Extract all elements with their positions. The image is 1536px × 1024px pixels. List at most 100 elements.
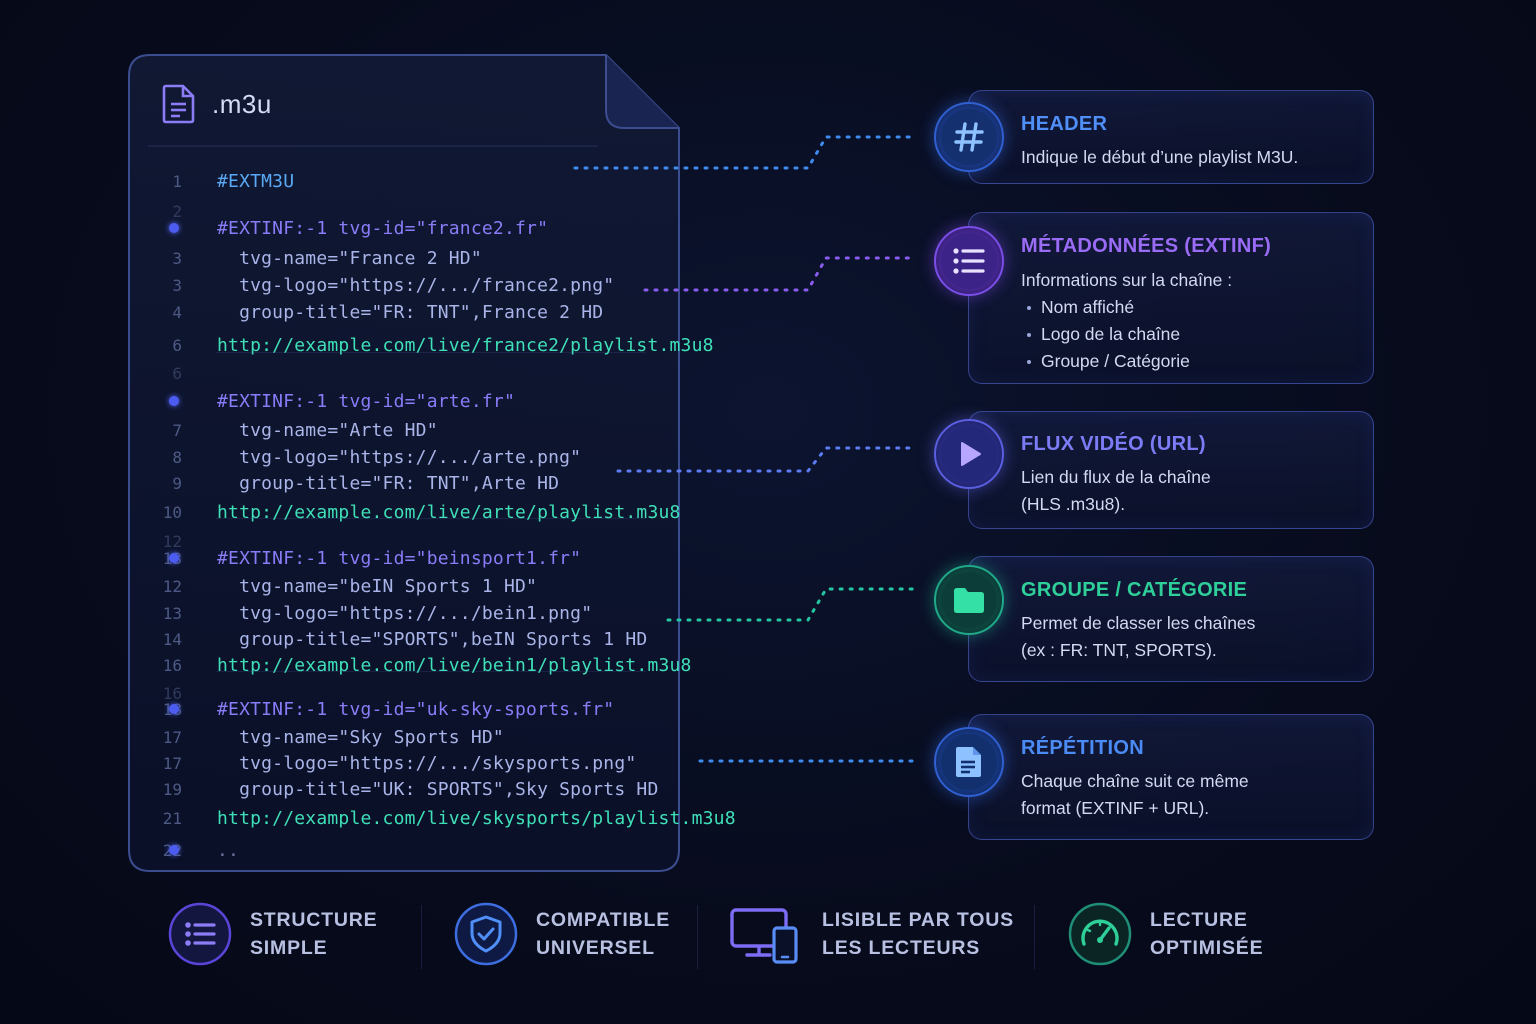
feature-line: LECTURE [1150,909,1248,931]
code-line: tvg-logo="https://.../bein1.png" [217,603,593,624]
m3u-file-panel: .m3u 1 #EXTM3U 2 #EXTINF:-1 tvg-id="france2… [128,54,736,872]
code-line-extinf: #EXTINF:-1 tvg-id="beinsport1.fr" [217,548,582,569]
feature-line: LES LECTEURS [822,937,981,959]
line-number: 16 [162,656,182,675]
line-number: 9 [172,474,182,493]
code-line: tvg-logo="https://.../skysports.png" [217,753,637,774]
list-icon [168,902,232,966]
code-line-url: http://example.com/live/arte/playlist.m3… [217,502,681,523]
feature-structure-icon [168,902,232,966]
feature-readable-icon [730,902,798,966]
line-number: 17 [162,728,182,747]
feature-line: LISIBLE PAR TOUS [822,909,1014,931]
feature-structure: STRUCTURE SIMPLE [168,902,377,966]
breakpoint-dot [169,396,179,406]
connector-metadata [643,256,917,292]
card-stream-desc: Lien du flux de la chaîne (HLS .m3u8). [1021,467,1211,514]
code-line-extinf: #EXTINF:-1 tvg-id="uk-sky-sports.fr" [217,699,615,720]
hash-icon [954,122,984,152]
feature-compatible: COMPATIBLE UNIVERSEL [454,902,670,966]
line-number: 6 [172,336,182,355]
line-number: 3 [172,276,182,295]
card-metadata-desc: Informations sur la chaîne : Nom affiché… [1021,267,1232,375]
feature-line: OPTIMISÉE [1150,937,1264,959]
connector-group [666,587,917,622]
line-number: 10 [162,503,182,522]
entry-separator [216,671,646,672]
card-group-desc: Permet de classer les chaînes (ex : FR: … [1021,613,1256,660]
repeat-badge [934,727,1004,797]
play-icon [961,442,981,466]
code-line: group-title="UK: SPORTS",Sky Sports HD [217,779,659,800]
code-line: tvg-name="beIN Sports 1 HD" [217,576,538,597]
code-line-extinf: #EXTINF:-1 tvg-id="france2.fr" [217,218,549,239]
feature-optimized-label: LECTURE OPTIMISÉE [1150,906,1263,962]
code-line-url: http://example.com/live/bein1/playlist.m… [217,655,692,676]
bullet-item: Logo de la chaîne [1021,321,1232,348]
feature-divider [421,905,422,969]
feature-optimized: LECTURE OPTIMISÉE [1068,902,1263,966]
line-number: 21 [162,809,182,828]
code-line: .. [217,840,240,861]
feature-readable: LISIBLE PAR TOUS LES LECTEURS [730,902,1014,966]
code-line: group-title="FR: TNT",Arte HD [217,473,560,494]
code-line: tvg-logo="https://.../france2.png" [217,275,615,296]
code-line-header: #EXTM3U [217,171,295,192]
line-number: 2 [172,202,182,221]
code-line-url: http://example.com/live/france2/playlist… [217,335,714,356]
card-repeat-desc: Chaque chaîne suit ce même format (EXTIN… [1021,771,1249,818]
devices-icon [730,908,798,964]
code-line-url: http://example.com/live/skysports/playli… [217,808,736,829]
code-line: tvg-name="Sky Sports HD" [217,727,504,748]
line-number: 6 [172,364,182,383]
file-title: .m3u [212,88,272,119]
feature-readable-label: LISIBLE PAR TOUS LES LECTEURS [822,906,1014,962]
line-number: 1 [172,172,182,191]
line-number: 4 [172,303,182,322]
code-line: group-title="FR: TNT",France 2 HD [217,302,604,323]
feature-optimized-icon [1068,902,1132,966]
code-line-extinf: #EXTINF:-1 tvg-id="arte.fr" [217,391,515,412]
card-metadata-bullets: Nom affiché Logo de la chaîne Groupe / C… [1021,294,1232,375]
code-line: tvg-name="France 2 HD" [217,248,482,269]
card-header: HEADER Indique le début d’une playlist M… [968,90,1374,184]
card-stream: FLUX VIDÉO (URL) Lien du flux de la chaî… [968,411,1374,529]
code-line: tvg-name="Arte HD" [217,420,438,441]
card-header-desc: Indique le début d’une playlist M3U. [1021,147,1299,167]
card-repeat-title: RÉPÉTITION [1021,737,1145,759]
file-frame [128,54,680,872]
document-icon [956,747,981,777]
breakpoint-dot [169,553,179,563]
breakpoint-dot [169,223,179,233]
line-number: 17 [162,754,182,773]
stream-badge [934,419,1004,489]
file-header: .m3u [162,84,272,124]
breakpoint-dot [169,845,179,855]
feature-divider [1034,905,1035,969]
bullet-item: Nom affiché [1021,294,1232,321]
feature-line: STRUCTURE [250,909,378,931]
line-number: 3 [172,249,182,268]
list-icon [953,248,985,274]
code-line: tvg-logo="https://.../arte.png" [217,447,582,468]
card-group: GROUPE / CATÉGORIE Permet de classer les… [968,556,1374,682]
feature-compatible-icon [454,902,518,966]
entry-separator [216,518,646,519]
feature-line: UNIVERSEL [536,937,655,959]
feature-structure-label: STRUCTURE SIMPLE [250,906,377,962]
card-metadata: MÉTADONNÉES (EXTINF) Informations sur la… [968,212,1374,384]
connector-header [573,135,917,170]
line-number: 19 [162,780,182,799]
card-stream-title: FLUX VIDÉO (URL) [1021,433,1206,455]
gauge-icon [1068,902,1132,966]
line-number: 12 [162,532,182,551]
line-number: 14 [162,630,182,649]
card-metadata-title: MÉTADONNÉES (EXTINF) [1021,235,1272,257]
card-group-title: GROUPE / CATÉGORIE [1021,579,1248,601]
metadata-badge [934,226,1004,296]
header-badge [934,102,1004,172]
entry-separator [216,352,646,353]
code-line: group-title="SPORTS",beIN Sports 1 HD [217,629,648,650]
shield-icon [454,902,518,966]
